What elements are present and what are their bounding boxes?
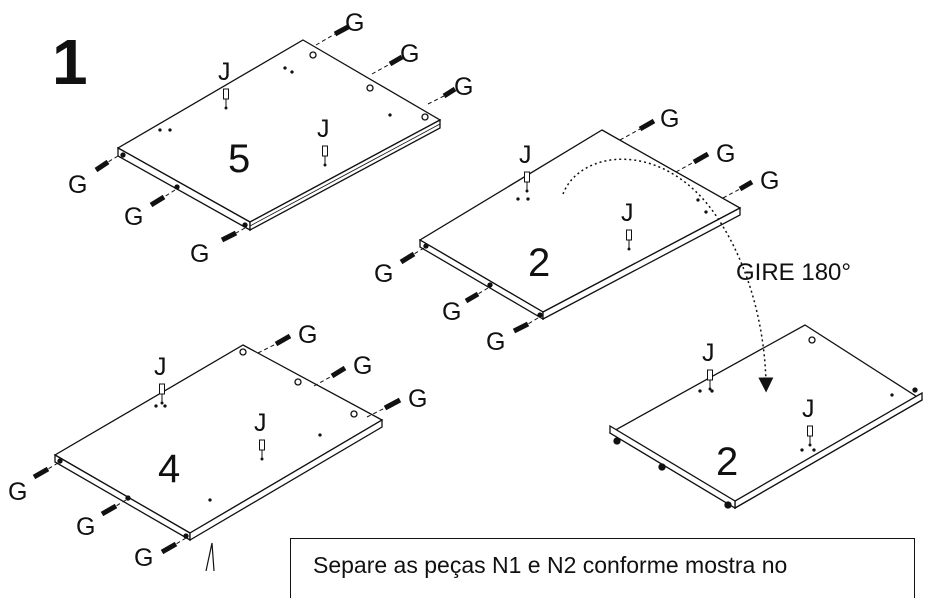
dowel-label: G [400,40,419,68]
instruction-note-text: Separe as peças N1 e N2 conforme mostra … [313,552,788,578]
assembly-diagram: 1 5 2 [8,9,924,572]
connector-label: J [621,199,634,227]
panel-4-number: 4 [158,447,180,491]
dowel-label: G [760,167,779,195]
dowel-label: G [374,260,393,288]
instruction-note: Separe as peças N1 e N2 conforme mostra … [290,538,915,598]
dowel-label: G [486,328,505,356]
dowel-label: G [716,140,735,168]
dowel-label: G [408,385,427,413]
dowel-label: G [298,321,317,349]
panel-4 [53,344,384,542]
dowel-label: G [660,105,679,133]
panel-2-bottom [608,324,924,510]
dowel-label: G [353,352,372,380]
connector-label: J [254,409,267,437]
step-number: 1 [52,26,88,98]
connector-label: J [154,353,167,381]
dowel-label: G [124,203,143,231]
connector-pins [159,88,813,461]
connector-label: J [519,141,532,169]
dowel-label: G [345,9,364,37]
dowel-label: G [8,478,27,506]
connector-label: J [702,339,715,367]
dowel-label: G [134,544,153,571]
panel-2-top [418,129,742,321]
cutoff-mark [205,542,215,572]
dowel-label: G [76,513,95,541]
dowel-label: G [190,240,209,268]
panel-5 [116,39,442,232]
connector-label: J [802,395,815,423]
panel-2-top-number: 2 [528,241,550,285]
panel-2-bottom-number: 2 [716,440,738,484]
connector-label: J [218,58,231,86]
dowel-label: G [442,298,461,326]
dowel-label: G [68,171,87,199]
panel-5-number: 5 [228,137,250,181]
dowel-pins [32,24,754,555]
connector-label: J [317,115,330,143]
dowel-label: G [454,73,473,101]
rotate-instruction: GIRE 180° [736,259,851,286]
